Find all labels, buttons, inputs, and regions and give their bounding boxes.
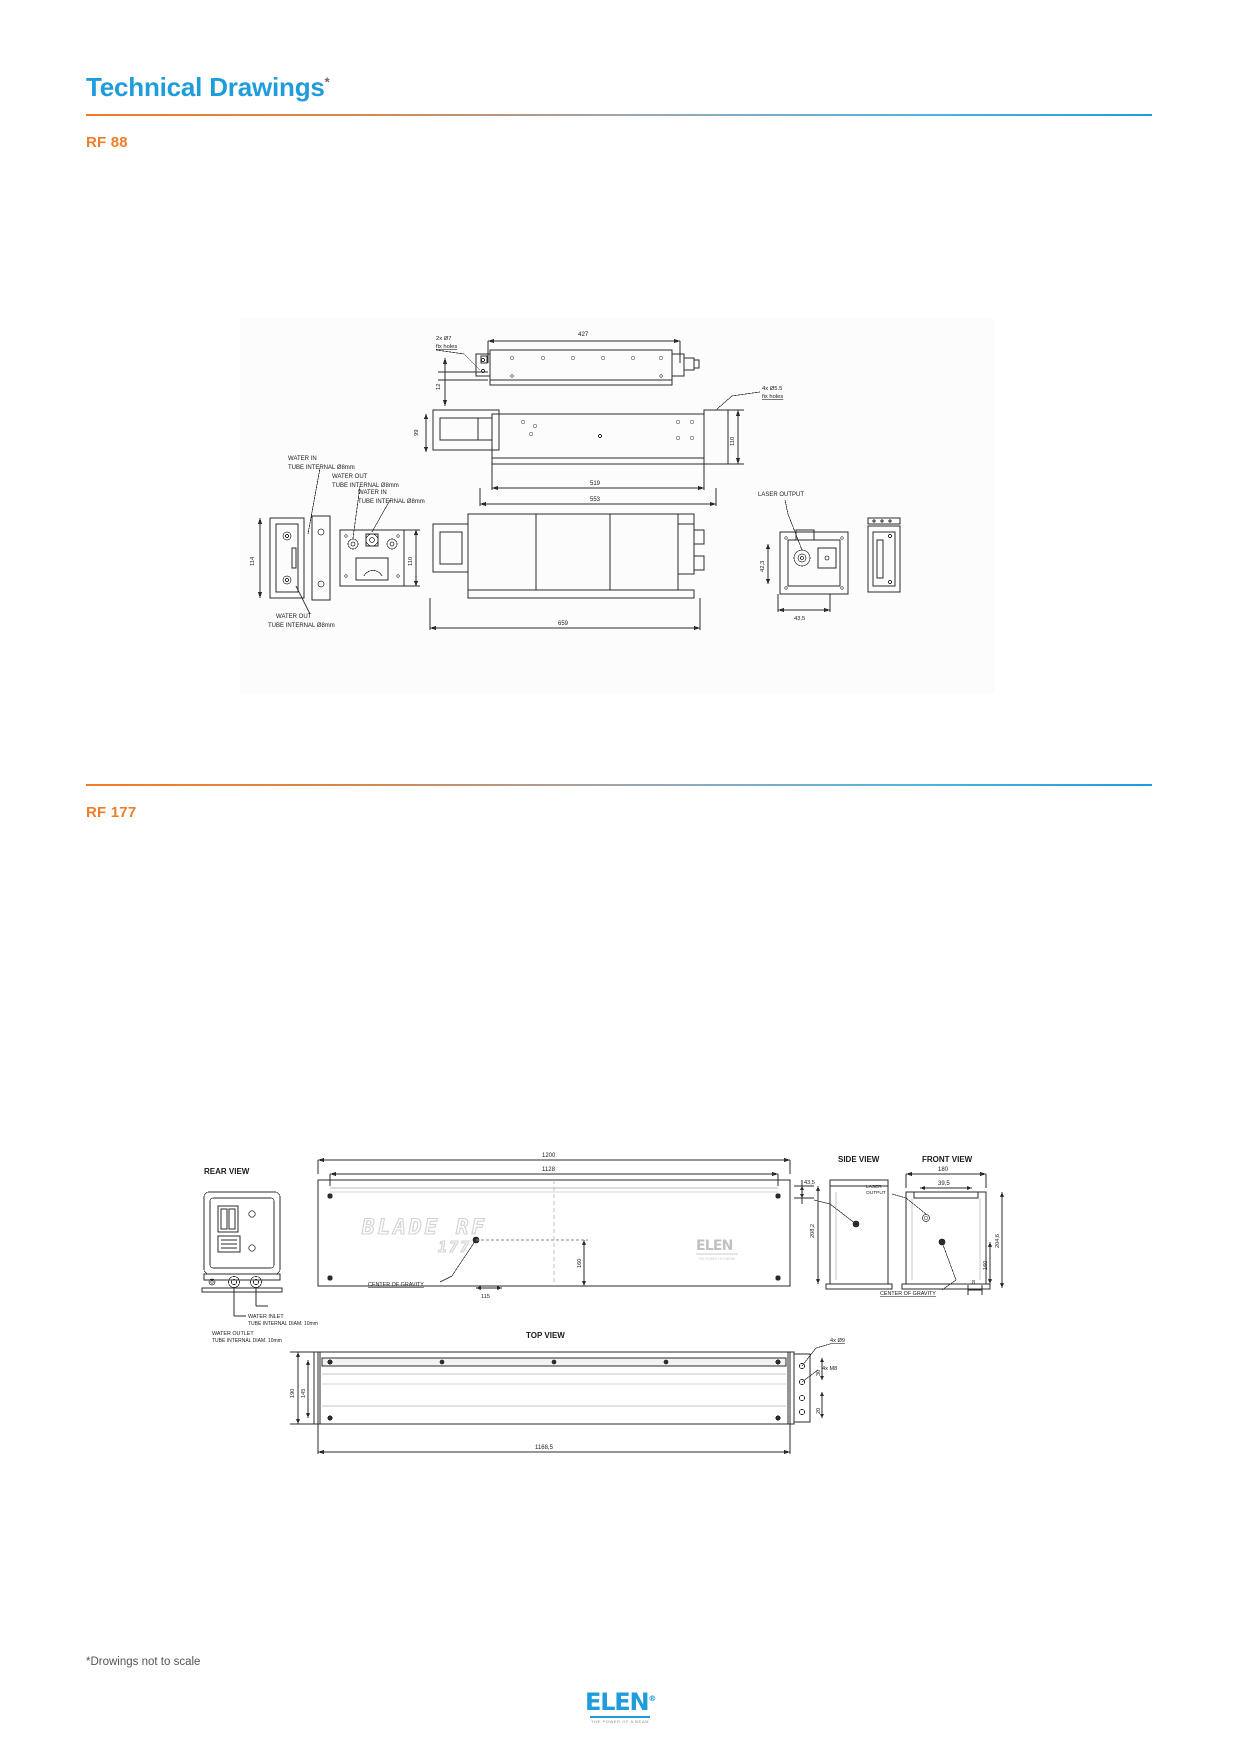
brand-plate-elen: ELEN THE POWER OF A BEAM (696, 1238, 738, 1261)
dim-1128: 1128 (542, 1167, 556, 1173)
view-label-top: TOP VIEW (526, 1331, 565, 1340)
dim-110-right: 110 (730, 437, 736, 446)
callout-water-outlet-line2: TUBE INTERNAL DIAM. 10mm (212, 1338, 282, 1344)
callout-2x-d7-line2: fix holes (436, 344, 457, 350)
logo-tagline: THE POWER OF A BEAM (590, 1719, 650, 1724)
page-title: Technical Drawings* (86, 72, 330, 103)
dim-145: 145 (301, 1389, 307, 1398)
callout-water-out-1-line2: TUBE INTERNAL Ø8mm (332, 483, 399, 489)
dim-160-rear: 160 (577, 1259, 583, 1268)
dim-114: 114 (250, 556, 256, 566)
technical-drawing-rf177: REAR VIEW SIDE VIEW FRONT VIEW TOP VIEW … (190, 1130, 1070, 1490)
logo-underline (590, 1716, 650, 1718)
dim-160-front: 160 (983, 1261, 989, 1270)
callout-water-in-2-line2: TUBE INTERNAL Ø8mm (358, 499, 425, 505)
callout-4x-d9: 4x Ø9 (830, 1338, 845, 1344)
callout-4x-d55-line2: fix holes (762, 394, 783, 400)
dim-190: 190 (290, 1389, 296, 1398)
brand-plate-tag: THE POWER OF A BEAM (698, 1257, 736, 1261)
dim-1168-5: 1168,5 (535, 1445, 554, 1451)
callout-2x-d7-line1: 2x Ø7 (436, 336, 451, 342)
callout-water-out-1-line1: WATER OUT (332, 474, 368, 480)
callout-water-in-1-line1: WATER IN (288, 456, 317, 462)
view-label-rear: REAR VIEW (204, 1167, 250, 1176)
product-badge-line1: BLADE RF (361, 1215, 487, 1239)
model-label-rf177: RF 177 (86, 804, 137, 821)
view-label-front: FRONT VIEW (922, 1155, 973, 1164)
callout-water-inlet-line1: WATER INLET (248, 1314, 284, 1320)
section-divider-top (86, 114, 1152, 116)
dim-39-5: 39,5 (938, 1181, 950, 1187)
view-label-side: SIDE VIEW (838, 1155, 880, 1164)
callout-water-in-1-line2: TUBE INTERNAL Ø8mm (288, 465, 355, 471)
dim-553: 553 (590, 497, 601, 503)
technical-drawing-rf88: 2x Ø7 fix holes 427 12 99 4x Ø5.5 fix ho… (240, 318, 995, 693)
callout-laser-line2: OUTPUT (866, 1190, 886, 1196)
dim-99: 99 (414, 430, 420, 436)
dim-659: 659 (558, 621, 569, 627)
model-label-rf88: RF 88 (86, 134, 128, 151)
dim-519: 519 (590, 481, 601, 487)
company-logo: ELEN® THE POWER OF A BEAM (585, 1688, 656, 1724)
logo-wordmark: ELEN® (585, 1688, 656, 1716)
product-badge-line2: 177 (438, 1238, 471, 1256)
callout-cog-rear: CENTER OF GRAVITY (368, 1282, 424, 1288)
dim-top-right-2: 20 (816, 1408, 822, 1414)
product-badge-blade-rf-177: BLADE RF 177 (360, 1214, 487, 1256)
dim-208-2: 208,2 (810, 1224, 816, 1238)
page-title-asterisk: * (324, 74, 330, 90)
callout-laser-output-rf88: LASER OUTPUT (758, 492, 804, 498)
logo-registered-mark: ® (648, 1694, 656, 1703)
dim-43-5-side: 43,5 (804, 1180, 815, 1186)
dim-427: 427 (578, 331, 589, 338)
footnote-not-to-scale: *Drowings not to scale (86, 1656, 201, 1668)
callout-4x-m8: 4x M8 (822, 1366, 837, 1372)
dim-115: 115 (481, 1294, 490, 1300)
callout-water-inlet-line2: TUBE INTERNAL DIAM. 10mm (248, 1321, 318, 1327)
logo-wordmark-text: ELEN (585, 1688, 650, 1716)
callout-laser-line1: LASER (866, 1184, 882, 1190)
section-divider-middle (86, 784, 1152, 786)
callout-water-in-2-line1: WATER IN (358, 490, 387, 496)
dim-180: 180 (938, 1167, 949, 1173)
dim-top-right-1: 30 (816, 1370, 822, 1376)
callout-water-out-2-line1: WATER OUT (276, 614, 312, 620)
dim-43-5: 43,5 (794, 616, 805, 622)
dim-42-3: 42,3 (760, 561, 766, 572)
dim-110-mid: 110 (408, 557, 414, 566)
dim-8: 8 (972, 1280, 975, 1286)
callout-water-out-2-line2: TUBE INTERNAL Ø8mm (268, 623, 335, 629)
callout-4x-d55-line1: 4x Ø5.5 (762, 386, 782, 392)
callout-cog-front: CENTER OF GRAVITY (880, 1291, 936, 1297)
callout-water-outlet-line1: WATER OUTLET (212, 1331, 254, 1337)
dim-1200: 1200 (542, 1153, 556, 1159)
dim-204-6: 204,6 (995, 1234, 1001, 1248)
dim-12: 12 (436, 384, 442, 390)
brand-plate-mark: ELEN (696, 1238, 733, 1254)
page-title-text: Technical Drawings (86, 72, 325, 102)
